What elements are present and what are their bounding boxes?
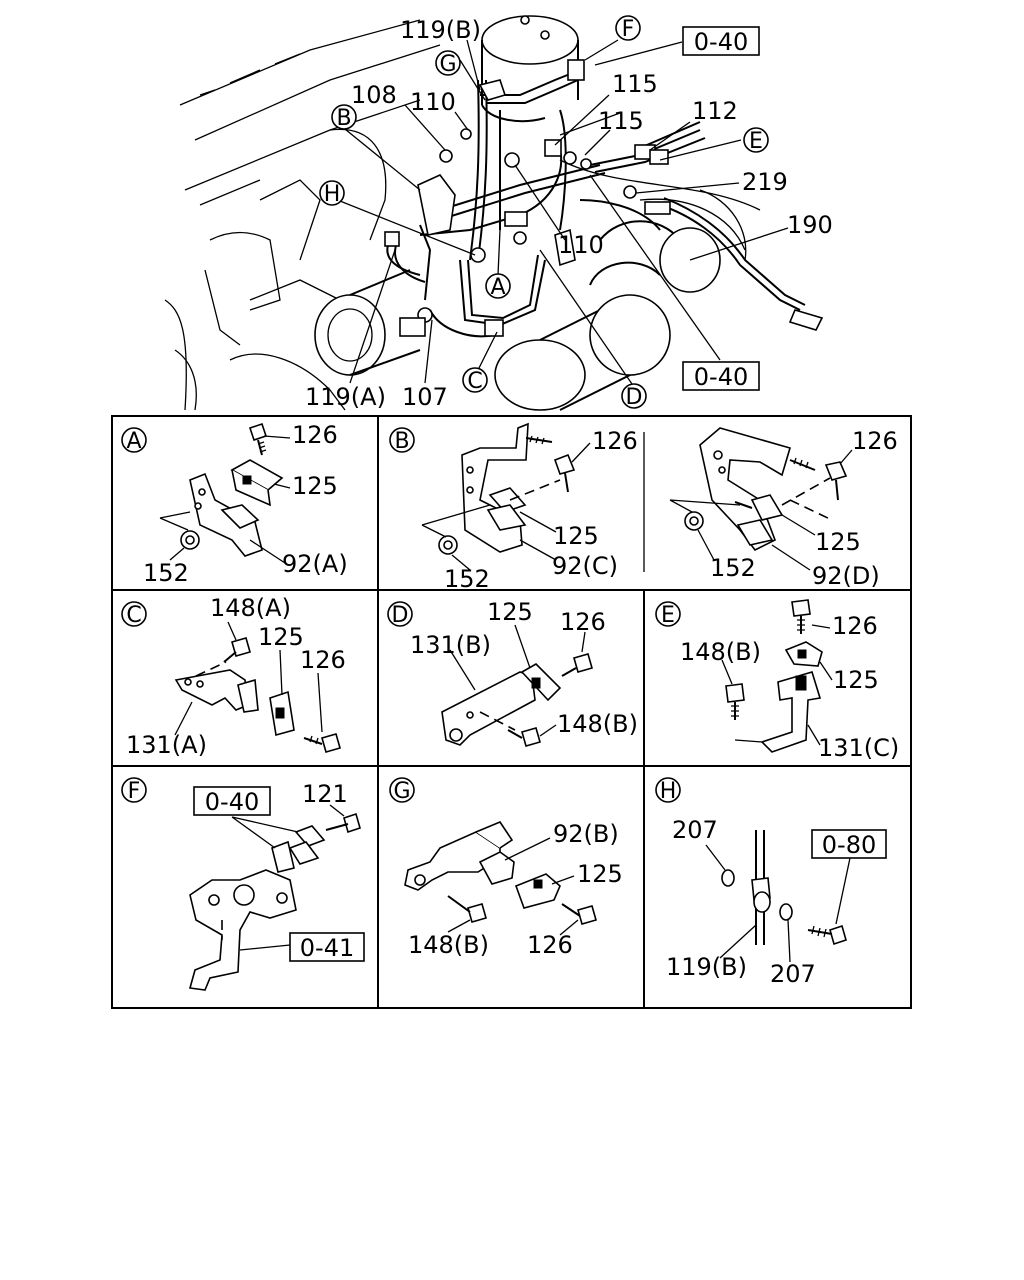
- panel-G-125: 125: [577, 860, 623, 888]
- label-112: 112: [692, 97, 738, 125]
- panel-G-126: 126: [527, 931, 573, 959]
- detail-panel-C: C 148(A) 125 126 131(A): [121, 594, 346, 759]
- panel-C-148a: 148(A): [210, 594, 291, 622]
- detail-panel-E: E 126 148(B) 125 131(C): [655, 599, 899, 762]
- label-110-lower: 110: [558, 231, 604, 259]
- panel-E-148b: 148(B): [680, 638, 761, 666]
- label-115-upper: 115: [612, 70, 658, 98]
- panel-D-letter: D: [392, 603, 409, 628]
- detail-panel-A: A 126 125 152 92(A): [121, 421, 348, 587]
- detail-panel-B: B 126 125 152 92(C): [389, 422, 638, 593]
- callout-F: F: [615, 15, 641, 42]
- panel-G-148b: 148(B): [408, 931, 489, 959]
- callout-H: H: [319, 180, 345, 207]
- panel-H-207-lower: 207: [770, 960, 816, 988]
- svg-text:B: B: [336, 106, 351, 131]
- panel-F-letter: F: [128, 779, 141, 804]
- panel-B-letter: B: [394, 429, 409, 454]
- panel-H-ref-0-80: [811, 829, 887, 859]
- detail-panel-H: H 0-80 207 119(B) 207: [655, 777, 887, 988]
- svg-text:E: E: [749, 129, 763, 154]
- svg-text:G: G: [439, 52, 456, 77]
- panel-B2-125: 125: [815, 528, 861, 556]
- svg-text:0-40: 0-40: [694, 28, 748, 56]
- panel-B2-92d: 92(D): [812, 562, 880, 590]
- panel-A-152: 152: [143, 559, 189, 587]
- panel-D-125: 125: [487, 598, 533, 626]
- panel-E-125: 125: [833, 666, 879, 694]
- svg-text:A: A: [490, 275, 505, 300]
- panel-B-126: 126: [592, 427, 638, 455]
- svg-text:0-41: 0-41: [300, 934, 354, 962]
- label-108: 108: [351, 81, 397, 109]
- label-110-upper: 110: [410, 88, 456, 116]
- svg-text:0-40: 0-40: [205, 788, 259, 816]
- label-190: 190: [787, 211, 833, 239]
- svg-text:0-80: 0-80: [822, 831, 876, 859]
- panel-D-126: 126: [560, 608, 606, 636]
- panel-G-letter: G: [393, 779, 410, 804]
- engine-illustration: [164, 15, 824, 411]
- panel-B-92c: 92(C): [552, 552, 618, 580]
- panel-B2-126: 126: [852, 427, 898, 455]
- callout-D: D: [621, 383, 647, 410]
- panel-D-131b: 131(B): [410, 631, 491, 659]
- panel-C-131a: 131(A): [126, 731, 207, 759]
- callout-C: C: [462, 367, 488, 394]
- panel-A-letter: A: [126, 429, 141, 454]
- panel-C-letter: C: [126, 603, 141, 628]
- detail-grid: [111, 415, 912, 1009]
- detail-panel-G: G 92(B) 125 148(B) 126: [389, 777, 623, 959]
- panel-G-92b: 92(B): [553, 820, 619, 848]
- panel-H-letter: H: [660, 779, 677, 804]
- detail-panel-D: D 131(B) 125 126 148(B): [387, 598, 638, 747]
- panel-E-letter: E: [661, 603, 675, 628]
- callout-B: B: [331, 104, 357, 131]
- panel-C-125: 125: [258, 623, 304, 651]
- callout-A: A: [485, 273, 511, 300]
- callout-G: G: [435, 50, 461, 77]
- label-115-lower: 115: [598, 107, 644, 135]
- label-219: 219: [742, 168, 788, 196]
- panel-B2-152: 152: [710, 554, 756, 582]
- svg-text:H: H: [324, 182, 341, 207]
- panel-E-131c: 131(C): [818, 734, 899, 762]
- callout-E: E: [743, 127, 769, 154]
- panel-H-207-upper: 207: [672, 816, 718, 844]
- panel-F-121: 121: [302, 780, 348, 808]
- detail-panel-B-alt: 126 125 152 92(D): [669, 427, 898, 590]
- label-119b: 119(B): [400, 16, 481, 44]
- panel-F-ref-0-41: [289, 932, 365, 962]
- svg-text:C: C: [467, 369, 482, 394]
- panel-B-125: 125: [553, 522, 599, 550]
- label-119a: 119(A): [305, 383, 386, 411]
- panel-E-126: 126: [832, 612, 878, 640]
- panel-A-126: 126: [292, 421, 338, 449]
- panel-H-119b: 119(B): [666, 953, 747, 981]
- svg-text:0-40: 0-40: [694, 363, 748, 391]
- ref-box-0-40-bottom: 0-40: [682, 361, 760, 391]
- panel-A-125: 125: [292, 472, 338, 500]
- ref-box-0-40-top: 0-40: [682, 26, 760, 56]
- detail-panel-F: F 0-40 0-41 121: [121, 777, 365, 991]
- panel-A-92a: 92(A): [282, 550, 348, 578]
- panel-D-148b: 148(B): [557, 710, 638, 738]
- panel-C-126: 126: [300, 646, 346, 674]
- svg-text:F: F: [622, 17, 635, 42]
- label-107: 107: [402, 383, 448, 411]
- panel-F-ref-0-40: [193, 786, 271, 816]
- panel-B-152: 152: [444, 565, 490, 593]
- svg-text:D: D: [626, 385, 643, 410]
